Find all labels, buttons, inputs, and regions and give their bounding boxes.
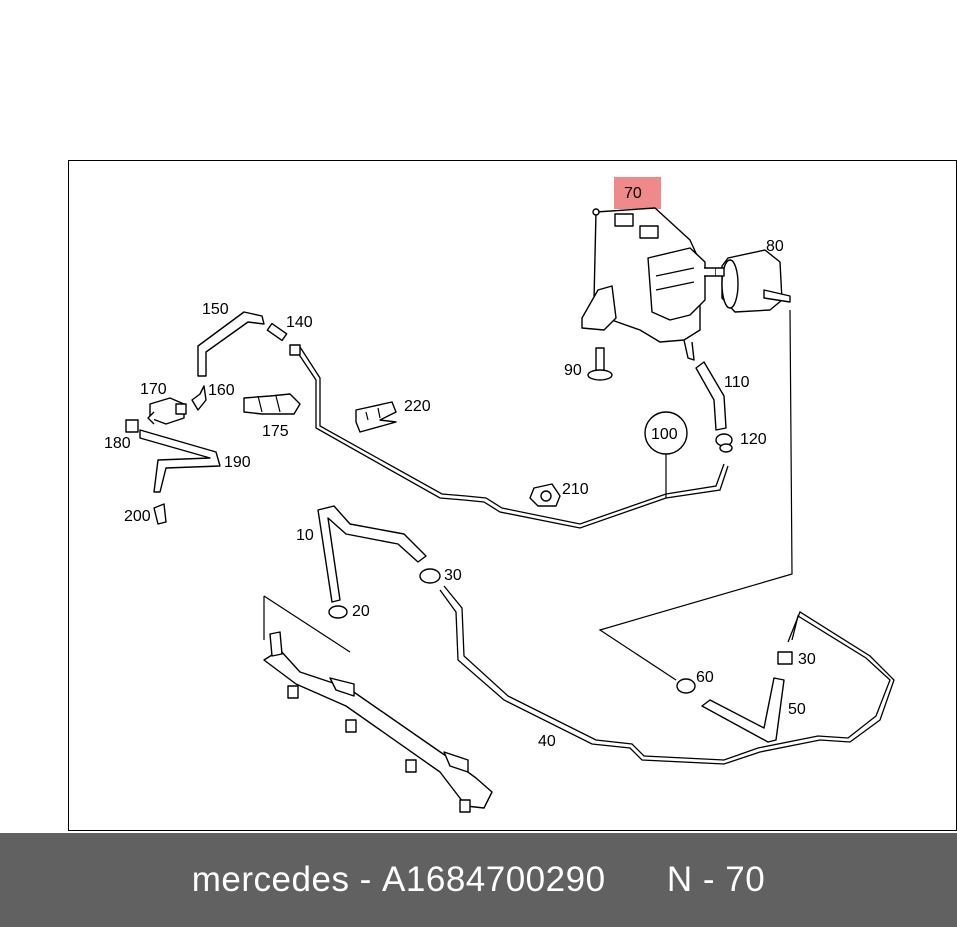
label-180: 180 <box>104 435 131 452</box>
label-210: 210 <box>562 481 589 498</box>
part-90-bolt[interactable] <box>587 347 613 381</box>
label-220: 220 <box>404 398 431 415</box>
label-175: 175 <box>262 423 289 440</box>
part-20-clamp[interactable] <box>328 605 348 619</box>
label-40: 40 <box>538 733 556 750</box>
label-120: 120 <box>740 431 767 448</box>
label-80: 80 <box>766 238 784 255</box>
leader-lines <box>263 309 793 681</box>
part-30-clamp-upper[interactable] <box>419 568 441 584</box>
brand-name: mercedes <box>191 860 350 899</box>
gap <box>606 860 667 900</box>
label-30-upper: 30 <box>444 567 462 584</box>
label-160: 160 <box>208 382 235 399</box>
part-175-bracket[interactable] <box>243 393 301 415</box>
part-number: A1684700290 <box>382 860 606 899</box>
part-30-clamp-lower[interactable] <box>777 651 793 665</box>
label-190: 190 <box>224 454 251 471</box>
separator: - <box>349 860 383 899</box>
label-10: 10 <box>296 527 314 544</box>
label-20: 20 <box>352 603 370 620</box>
parts-diagram-frame <box>68 160 957 831</box>
label-100: 100 <box>651 426 678 443</box>
part-labels: 70 80 90 100 110 120 140 150 160 170 175… <box>104 185 816 750</box>
label-200: 200 <box>124 508 151 525</box>
footer-caption: mercedes - A1684700290 N - 70 <box>0 833 957 927</box>
diagram-position: N - 70 <box>666 860 766 899</box>
part-50-hose[interactable] <box>701 677 785 743</box>
fuel-rail <box>263 631 493 813</box>
part-70-charcoal-canister[interactable] <box>581 207 717 361</box>
label-170: 170 <box>140 381 167 398</box>
part-160-fitting[interactable] <box>191 385 207 411</box>
label-140: 140 <box>286 314 313 331</box>
part-200-fitting[interactable] <box>153 503 167 525</box>
part-210-clip[interactable] <box>529 483 561 507</box>
part-170-valve[interactable] <box>147 397 187 425</box>
highlight-box <box>614 177 661 209</box>
label-50: 50 <box>788 701 806 718</box>
part-40-line[interactable] <box>439 589 895 765</box>
part-110-hose[interactable] <box>695 361 727 431</box>
part-120-clamp[interactable] <box>715 433 733 453</box>
parts-diagram: 70 80 90 100 110 120 140 150 160 170 175… <box>104 177 895 813</box>
label-110: 110 <box>724 374 750 391</box>
part-60-clamp[interactable] <box>676 678 696 694</box>
vent-line-upper[interactable] <box>295 349 729 529</box>
label-150: 150 <box>202 301 229 318</box>
part-10-hose[interactable] <box>317 505 427 603</box>
label-30-lower: 30 <box>798 651 816 668</box>
part-140-connector[interactable] <box>266 322 301 356</box>
label-90: 90 <box>564 362 582 379</box>
label-70: 70 <box>624 185 642 202</box>
part-80-filter[interactable] <box>716 249 791 313</box>
part-180-cap[interactable] <box>125 419 139 433</box>
label-60: 60 <box>696 669 714 686</box>
part-150-hose[interactable] <box>197 311 265 377</box>
part-190-hose[interactable] <box>139 429 221 493</box>
part-220-holder[interactable] <box>355 401 397 433</box>
